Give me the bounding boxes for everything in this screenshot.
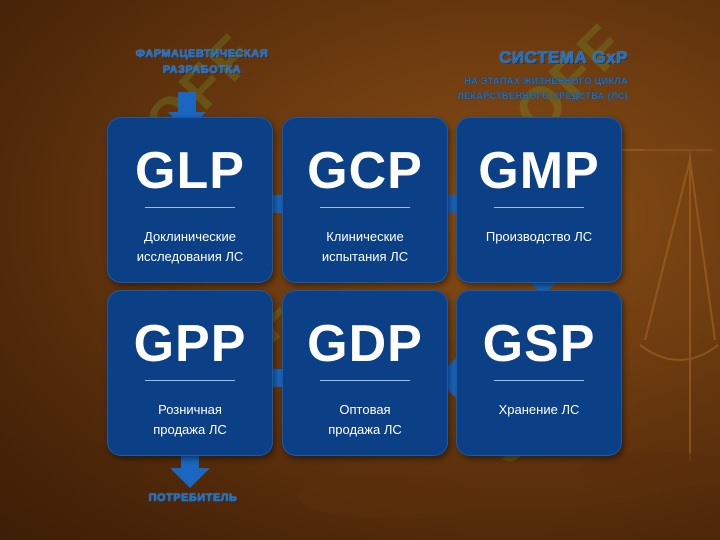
start-label: ФАРМАЦЕВТИЧЕСКАЯ РАЗРАБОТКА (112, 46, 292, 78)
gmp-box: GMP Производство ЛС (456, 117, 622, 283)
gsp-box: GSP Хранение ЛС (456, 290, 622, 456)
box-description: Розничная продажа ЛС (113, 400, 267, 440)
gcp-box: GCP Клинические испытания ЛС (282, 117, 448, 283)
box-divider (320, 207, 410, 208)
box-divider (145, 380, 235, 381)
box-description-line: Доклинические (144, 229, 236, 244)
box-code: GPP (133, 315, 247, 373)
box-description-line: Розничная (158, 402, 222, 417)
box-description-line: Хранение ЛС (498, 402, 580, 417)
arrow-down-icon (170, 448, 210, 488)
box-divider (494, 207, 584, 208)
box-description-line: Клинические (326, 229, 404, 244)
box-description-line: исследования ЛС (136, 249, 244, 264)
box-description: Доклинические исследования ЛС (113, 227, 267, 267)
page-subtitle: НА ЭТАПАХ ЖИЗНЕННОГО ЦИКЛА ЛЕКАРСТВЕННОГ… (457, 74, 628, 104)
page-title: СИСТЕМА GxP (499, 48, 628, 67)
box-code: GDP (307, 315, 423, 373)
box-description-line: Оптовая (339, 402, 391, 417)
box-description-line: испытания ЛС (321, 249, 409, 264)
box-description-line: Производство ЛС (485, 229, 593, 244)
box-description: Хранение ЛС (462, 400, 616, 420)
box-code: GLP (135, 142, 245, 200)
gdp-box: GDP Оптовая продажа ЛС (282, 290, 448, 456)
box-code: GMP (478, 142, 600, 200)
subtitle-line: ЛЕКАРСТВЕННОГО СРЕДСТВА (ЛС) (457, 91, 628, 101)
subtitle-line: НА ЭТАПАХ ЖИЗНЕННОГО ЦИКЛА (464, 76, 628, 86)
box-description: Клинические испытания ЛС (288, 227, 442, 267)
glp-box: GLP Доклинические исследования ЛС (107, 117, 273, 283)
box-code: GCP (307, 142, 423, 200)
box-description: Оптовая продажа ЛС (288, 400, 442, 440)
box-divider (494, 380, 584, 381)
header: СИСТЕМА GxP НА ЭТАПАХ ЖИЗНЕННОГО ЦИКЛА Л… (457, 48, 628, 104)
start-label-line: РАЗРАБОТКА (162, 64, 242, 76)
box-divider (145, 207, 235, 208)
box-description-line: продажа ЛС (328, 422, 402, 437)
start-label-line: ФАРМАЦЕВТИЧЕСКАЯ (135, 48, 269, 60)
box-description: Производство ЛС (462, 227, 616, 247)
box-description-line: продажа ЛС (153, 422, 227, 437)
gpp-box: GPP Розничная продажа ЛС (107, 290, 273, 456)
box-divider (320, 380, 410, 381)
end-label: ПОТРЕБИТЕЛЬ (148, 492, 238, 504)
box-code: GSP (482, 315, 596, 373)
